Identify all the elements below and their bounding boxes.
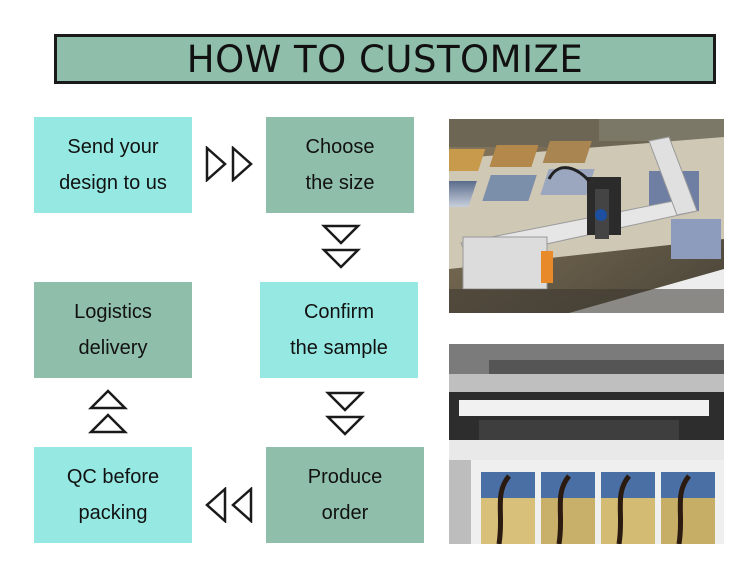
step-label-line2: design to us <box>59 172 167 194</box>
step-logistics-delivery: Logistics delivery <box>34 282 192 378</box>
double-right-arrow-icon <box>204 146 256 182</box>
page-title-banner: HOW TO CUSTOMIZE <box>54 34 716 84</box>
step-qc-packing: QC before packing <box>34 447 192 543</box>
step-produce-order: Produce order <box>266 447 424 543</box>
step-label-line2: the size <box>305 172 375 194</box>
step-label-line2: packing <box>78 502 148 524</box>
double-down-arrow-icon <box>321 223 361 271</box>
step-choose-size: Choose the size <box>266 117 414 213</box>
step-confirm-sample: Confirm the sample <box>260 282 418 378</box>
step-label-line1: Confirm <box>303 301 374 323</box>
step-label-line2: order <box>321 502 369 524</box>
page-title: HOW TO CUSTOMIZE <box>186 37 584 81</box>
step-label-line1: QC before <box>66 466 160 488</box>
step-label-line1: Choose <box>305 136 375 158</box>
double-down-arrow-icon <box>325 390 365 438</box>
step-label-line2: the sample <box>290 337 388 359</box>
double-up-arrow-icon <box>88 388 128 436</box>
step-label-line1: Produce <box>307 466 383 488</box>
step-label-line2: delivery <box>78 337 148 359</box>
step-send-design: Send your design to us <box>34 117 192 213</box>
large-format-printer-photo <box>449 344 724 544</box>
double-left-arrow-icon <box>204 487 256 523</box>
step-label-line1: Send your <box>67 136 159 158</box>
step-label-line1: Logistics <box>74 301 152 323</box>
cutting-machine-photo <box>449 119 724 313</box>
